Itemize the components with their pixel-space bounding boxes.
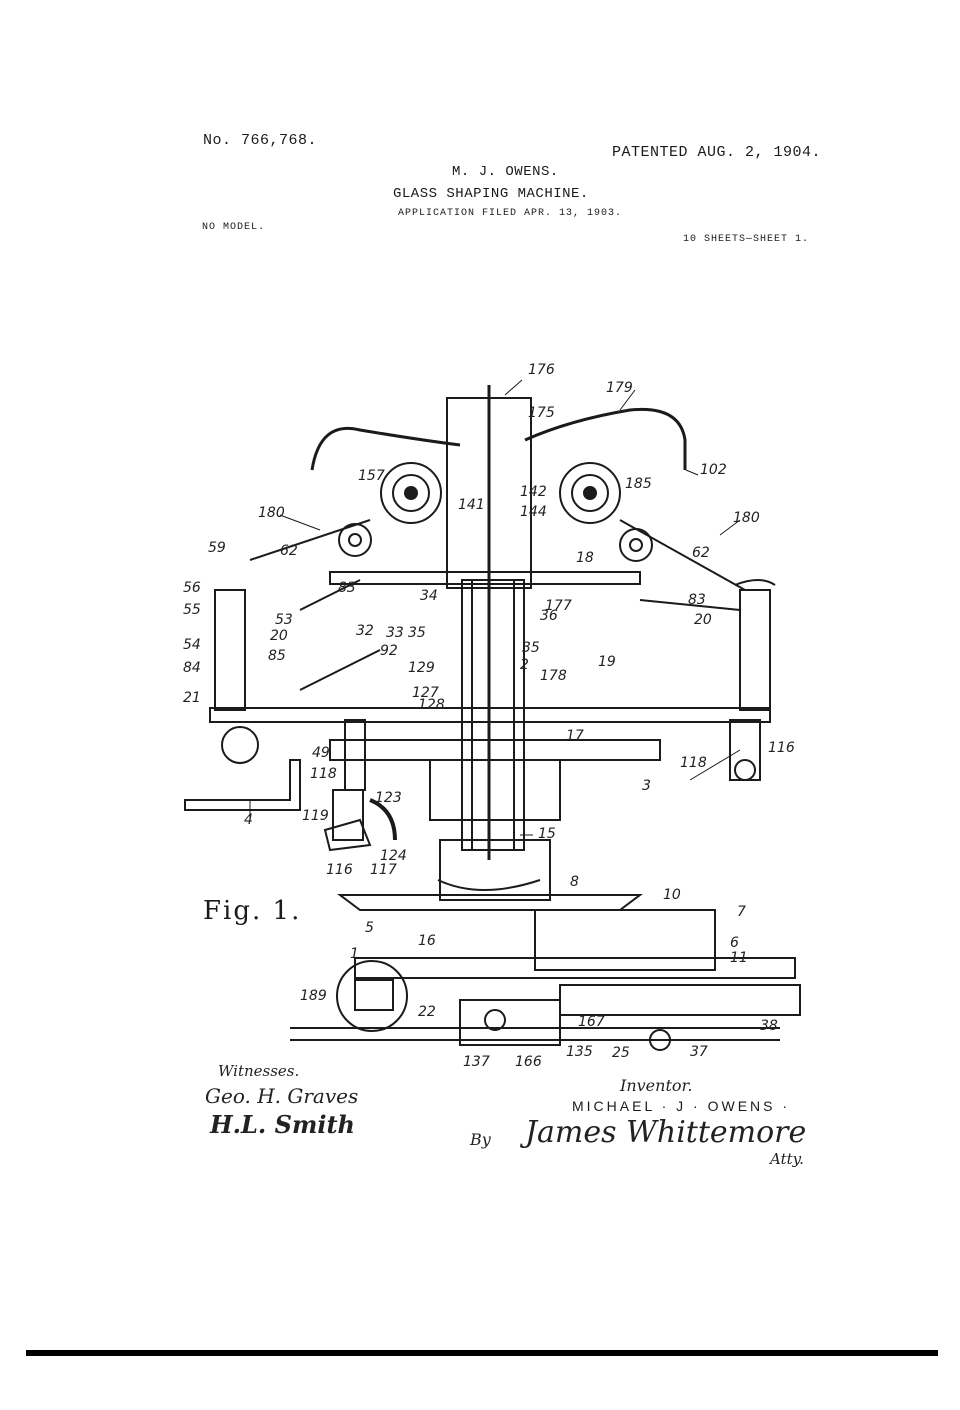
reference-numeral: 49 — [312, 745, 330, 761]
reference-numeral: 62 — [280, 543, 298, 559]
patent-date: PATENTED AUG. 2, 1904. — [612, 144, 822, 161]
reference-numeral: 157 — [358, 468, 385, 484]
reference-numeral: 116 — [326, 862, 353, 878]
reference-numeral: 25 — [612, 1045, 630, 1061]
reference-numeral: 15 — [538, 826, 556, 842]
reference-numeral: 176 — [528, 362, 555, 378]
reference-numeral: 137 — [463, 1054, 490, 1070]
reference-numeral: 16 — [418, 933, 436, 949]
reference-numeral: 118 — [680, 755, 707, 771]
left-drum — [338, 462, 442, 557]
reference-numeral: 19 — [598, 654, 616, 670]
reference-numeral: 189 — [300, 988, 327, 1004]
reference-numeral: 6 — [730, 935, 739, 951]
inventor-label: Inventor. — [620, 1076, 693, 1095]
base-assembly — [290, 894, 801, 1051]
reference-numeral: 167 — [578, 1014, 605, 1030]
upper-table — [209, 571, 771, 761]
reference-numeral: 4 — [244, 812, 253, 828]
right-frame — [619, 519, 776, 781]
reference-numeral: 3 — [642, 778, 651, 794]
figure-label: Fig. 1. — [203, 896, 302, 926]
reference-numeral: 177 — [545, 598, 572, 614]
inventor-name: MICHAEL · J · OWENS · — [572, 1098, 791, 1114]
reference-numeral: 36 — [540, 608, 558, 624]
reference-numeral: 20 — [694, 612, 712, 628]
patent-title: GLASS SHAPING MACHINE. — [393, 186, 589, 202]
reference-numeral: 175 — [528, 405, 555, 421]
reference-numeral: 180 — [258, 505, 285, 521]
reference-numeral: 166 — [515, 1054, 542, 1070]
reference-numeral: 2 — [520, 657, 529, 673]
reference-numeral: 62 — [692, 545, 710, 561]
reference-numeral: 102 — [700, 462, 727, 478]
right-drum — [559, 462, 653, 562]
reference-numeral: 142 — [520, 484, 547, 500]
reference-numeral: 53 — [275, 612, 293, 628]
reference-numeral: 32 — [356, 623, 374, 639]
reference-numeral: 10 — [663, 887, 681, 903]
central-column — [429, 385, 561, 901]
model-note: NO MODEL. — [202, 222, 266, 233]
reference-numeral: 141 — [458, 497, 485, 513]
left-frame — [184, 519, 381, 811]
air-hoses — [310, 407, 687, 471]
attorney-prefix: By — [470, 1130, 491, 1149]
reference-numeral: 92 — [380, 643, 398, 659]
application-filed: APPLICATION FILED APR. 13, 1903. — [398, 208, 623, 219]
reference-numeral: 83 — [688, 592, 706, 608]
attorney-suffix: Atty. — [770, 1150, 804, 1168]
witness-signature-2: H.L. Smith — [210, 1110, 355, 1139]
reference-numeral: 129 — [408, 660, 435, 676]
reference-numeral: 22 — [418, 1004, 436, 1020]
reference-numeral: 116 — [768, 740, 795, 756]
reference-numeral: 124 — [380, 848, 407, 864]
witness-signature-1: Geo. H. Graves — [205, 1084, 359, 1108]
reference-numeral: 128 — [418, 697, 445, 713]
reference-numeral: 35 — [522, 640, 540, 656]
reference-numeral: 84 — [183, 660, 201, 676]
reference-numeral: 59 — [208, 540, 226, 556]
witnesses-label: Witnesses. — [218, 1062, 300, 1080]
reference-numeral: 135 — [566, 1044, 593, 1060]
bottom-rule — [26, 1350, 938, 1356]
reference-numeral: 34 — [420, 588, 438, 604]
inventor-heading: M. J. OWENS. — [452, 164, 559, 180]
reference-numeral: 5 — [365, 920, 374, 936]
reference-numeral: 38 — [760, 1018, 778, 1034]
reference-numeral: 17 — [566, 728, 584, 744]
reference-numeral: 123 — [375, 790, 402, 806]
reference-numeral: 127 — [412, 685, 439, 701]
attorney-signature: James Whittemore — [525, 1115, 807, 1150]
reference-numeral: 185 — [625, 476, 652, 492]
reference-numeral: 55 — [183, 602, 201, 618]
reference-numeral: 7 — [737, 904, 746, 920]
reference-numeral: 119 — [302, 808, 329, 824]
reference-numeral: 56 — [183, 580, 201, 596]
reference-numeral: 85 — [268, 648, 286, 664]
reference-numeral: 18 — [576, 550, 594, 566]
reference-numeral: 180 — [733, 510, 760, 526]
reference-numeral: 33 — [386, 625, 404, 641]
reference-numeral: 20 — [270, 628, 288, 644]
reference-numeral: 8 — [570, 874, 579, 890]
reference-numeral: 117 — [370, 862, 397, 878]
reference-numeral: 118 — [310, 766, 337, 782]
reference-numeral: 144 — [520, 504, 547, 520]
reference-numeral: 179 — [606, 380, 633, 396]
reference-numeral: 54 — [183, 637, 201, 653]
patent-number: No. 766,768. — [203, 132, 318, 149]
reference-numeral: 11 — [730, 950, 748, 966]
sheet-count: 10 SHEETS—SHEET 1. — [683, 234, 810, 245]
mold-holder — [323, 789, 397, 852]
reference-numeral: 83 — [338, 580, 356, 596]
reference-numeral: 1 — [350, 946, 359, 962]
leader-lines — [249, 379, 741, 836]
reference-numeral: 35 — [408, 625, 426, 641]
reference-numeral: 37 — [690, 1044, 708, 1060]
reference-numeral: 21 — [183, 690, 201, 706]
reference-numeral: 178 — [540, 668, 567, 684]
